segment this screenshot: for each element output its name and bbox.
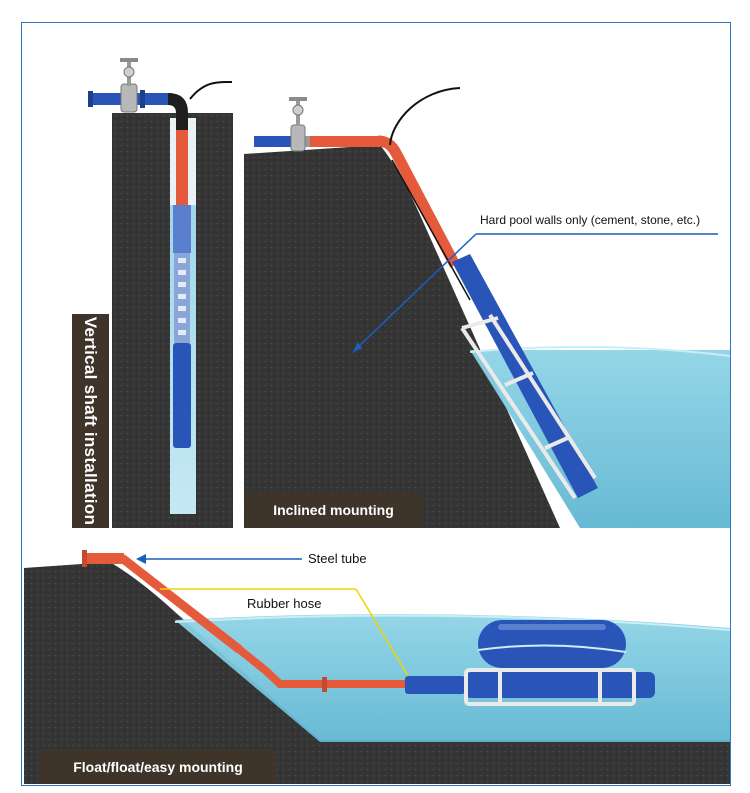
gate-valve-icon xyxy=(120,58,138,112)
inclined-panel xyxy=(244,88,730,528)
steel-riser xyxy=(176,130,188,205)
inclined-mounting-label: Inclined mounting xyxy=(245,493,422,527)
power-cable xyxy=(190,82,232,99)
steel-tube-callout: Steel tube xyxy=(308,551,367,566)
rubber-hose-callout: Rubber hose xyxy=(247,596,321,611)
gate-valve-icon-2 xyxy=(289,97,307,151)
steel-tube-leader xyxy=(136,554,302,564)
incline-steel-tube xyxy=(310,136,380,147)
pump-motor xyxy=(173,205,191,253)
pump-body xyxy=(173,343,191,448)
hard-walls-callout: Hard pool walls only (cement, stone, etc… xyxy=(480,213,700,227)
floating-pump xyxy=(405,676,465,694)
vertical-shaft-panel xyxy=(88,58,233,528)
vertical-shaft-label: Vertical shaft installation xyxy=(72,314,109,528)
float-mounting-label: Float/float/easy mounting xyxy=(40,750,276,784)
floating-panel xyxy=(24,550,730,784)
